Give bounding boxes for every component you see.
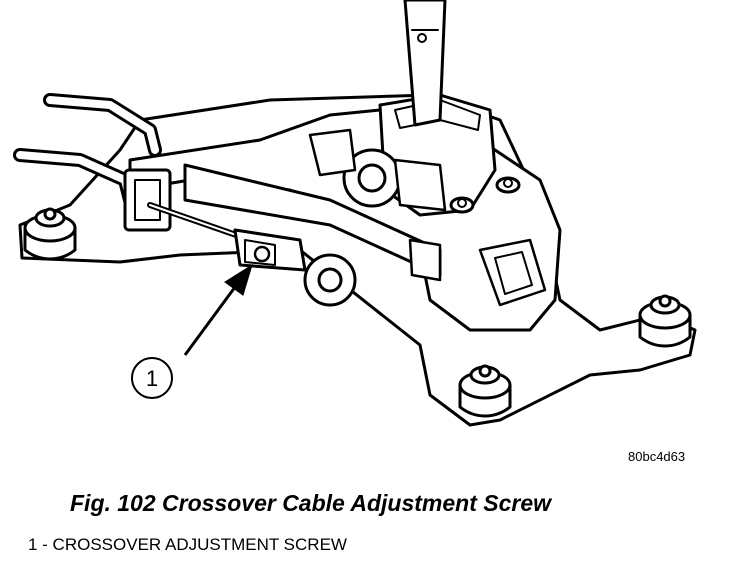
callout-1: 1 <box>131 357 173 399</box>
shifter-assembly-illustration: 1 <box>13 0 697 427</box>
figure-title: Fig. 102 Crossover Cable Adjustment Scre… <box>70 490 552 516</box>
callout-arrow <box>183 263 253 356</box>
callout-1-number: 1 <box>146 366 158 391</box>
nut-right <box>638 294 692 348</box>
figure-reference-code: 80bc4d63 <box>628 449 686 464</box>
nut-small-mid <box>449 196 475 214</box>
shift-lever <box>403 0 447 127</box>
nut-small-right <box>495 176 521 194</box>
nut-bottom <box>458 364 512 418</box>
adjustment-screw <box>253 245 271 263</box>
legend-item-1: 1 - CROSSOVER ADJUSTMENT SCREW <box>28 535 347 554</box>
nut-left <box>23 207 77 261</box>
